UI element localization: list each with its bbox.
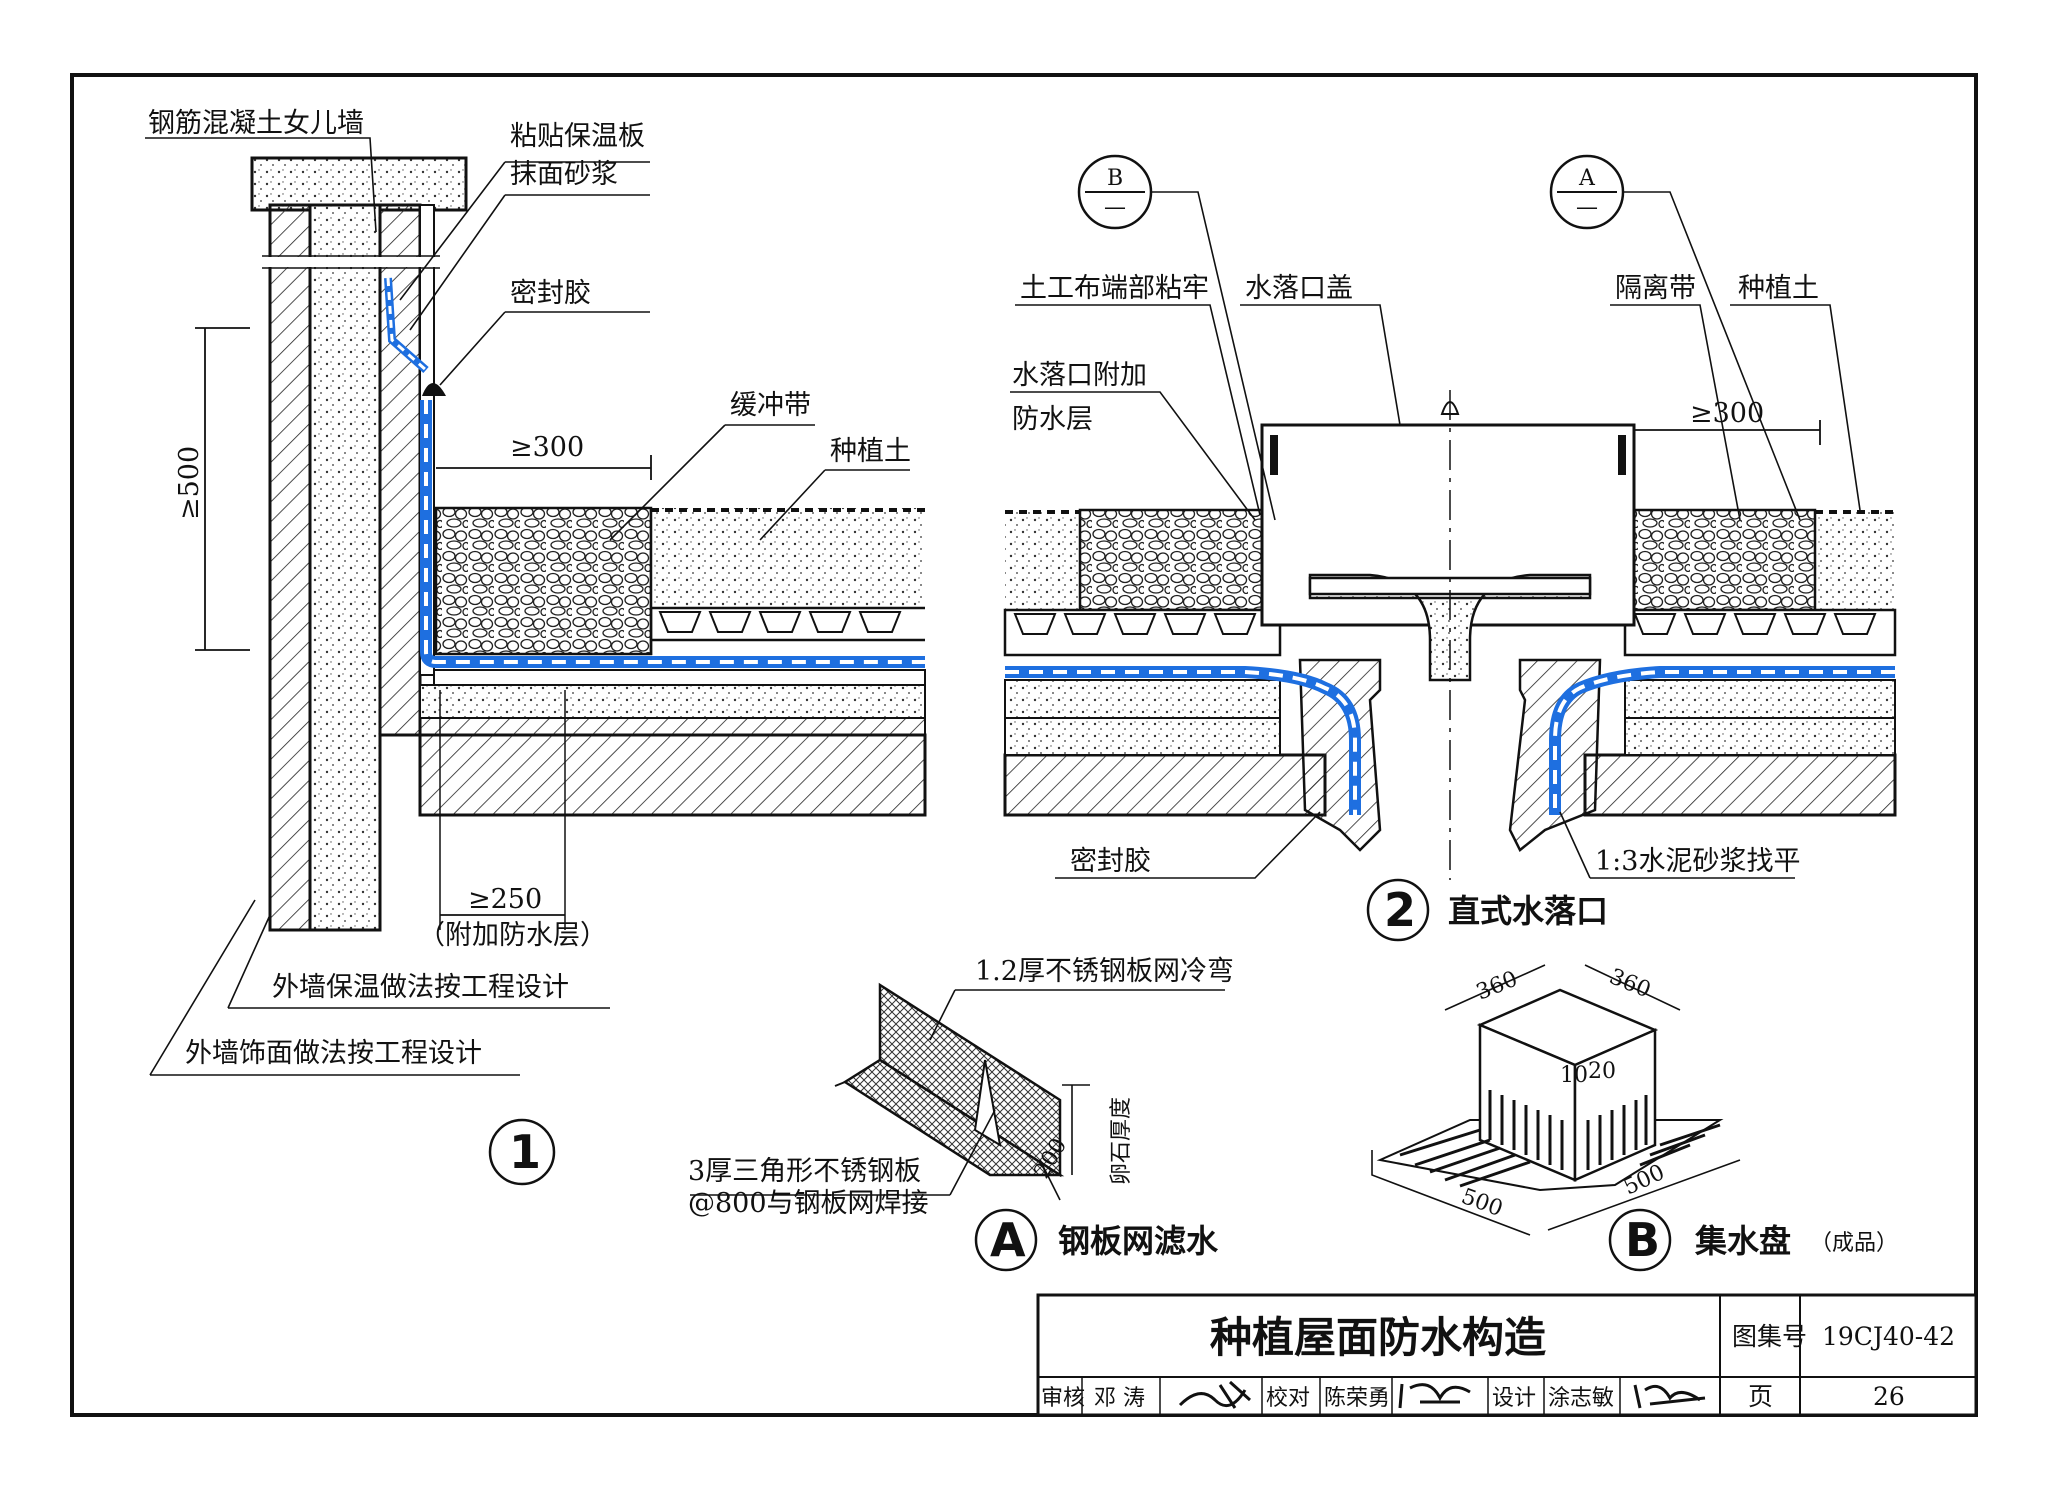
label-buffer: 缓冲带 <box>730 390 811 421</box>
detail-2-drain <box>1003 154 1897 942</box>
label-mesh: 1.2厚不锈钢板网冷弯 <box>975 956 1234 987</box>
label-ext-finish: 外墙饰面做法按工程设计 <box>185 1038 482 1069</box>
detail-2-caption: 直式水落口 <box>1448 892 1608 930</box>
detail-2-labels: B — A — 土工布端部粘牢 水落口盖 隔离带 种植土 水落口附加 防水层 ≥… <box>1012 166 1819 937</box>
detail-a-letter: A <box>990 1213 1026 1267</box>
dim-ge500: ≥500 <box>174 446 205 520</box>
ref-b-letter: B <box>1107 166 1123 191</box>
review-name: 邓 涛 <box>1094 1386 1145 1411</box>
drawing-title: 种植屋面防水构造 <box>1210 1313 1546 1362</box>
dim-ge300-2: ≥300 <box>1690 398 1764 429</box>
label-drain-extra-2: 防水层 <box>1012 404 1093 435</box>
signature-designer <box>1633 1384 1706 1409</box>
label-parapet: 钢筋混凝土女儿墙 <box>148 108 364 139</box>
dim-ge300: ≥300 <box>510 432 584 463</box>
ref-a-letter: A <box>1578 166 1596 191</box>
label-insulation-board: 粘贴保温板 <box>510 121 645 152</box>
label-geotextile: 土工布端部粘牢 <box>1020 273 1209 304</box>
label-leveling: 1:3水泥砂浆找平 <box>1595 846 1800 877</box>
signature-checker <box>1398 1383 1471 1409</box>
atlas-label: 图集号 <box>1732 1322 1807 1351</box>
label-soil: 种植土 <box>830 436 911 467</box>
detail-b-caption-note: （成品） <box>1810 1231 1898 1256</box>
label-plaster: 抹面砂浆 <box>510 159 618 190</box>
page-label: 页 <box>1748 1382 1773 1411</box>
detail-a-mesh-filter <box>690 982 1225 1272</box>
atlas-number: 19CJ40-42 <box>1822 1322 1955 1351</box>
title-block <box>1036 1293 1978 1417</box>
detail-1-parapet <box>145 137 927 1186</box>
label-drain-extra-1: 水落口附加 <box>1012 360 1147 391</box>
detail-1-labels: 钢筋混凝土女儿墙 粘贴保温板 抹面砂浆 密封胶 缓冲带 种植土 ≥500 ≥30… <box>148 108 911 1179</box>
title-block-text: 种植屋面防水构造 图集号 19CJ40-42 页 26 审核 邓 涛 校对 陈荣… <box>1041 1313 1955 1411</box>
ref-a-dash: — <box>1576 195 1598 220</box>
label-sealant-2: 密封胶 <box>1070 846 1151 877</box>
sheet-border <box>70 73 1978 1417</box>
detail-a-labels: 1.2厚不锈钢板网冷弯 3厚三角形不锈钢板 @800与钢板网焊接 200 卵石厚… <box>688 956 1234 1267</box>
signature-reviewer <box>1178 1380 1252 1409</box>
label-triangle-2: @800与钢板网焊接 <box>688 1188 929 1219</box>
detail-b-caption: 集水盘 <box>1694 1222 1791 1260</box>
dim-10: 10 <box>1560 1063 1588 1088</box>
detail-1-number: 1 <box>509 1125 541 1179</box>
design-label: 设计 <box>1492 1386 1536 1411</box>
detail-2-number: 2 <box>1384 883 1416 937</box>
dim-20: 20 <box>1588 1059 1616 1084</box>
dim-ge250: ≥250 <box>468 884 542 915</box>
review-label: 审核 <box>1041 1386 1085 1411</box>
dim-360-a: 360 <box>1473 967 1521 1006</box>
detail-a-caption: 钢板网滤水 <box>1058 1222 1219 1260</box>
ref-b-dash: — <box>1104 195 1126 220</box>
detail-b-letter: B <box>1625 1213 1660 1267</box>
label-ext-insulation: 外墙保温做法按工程设计 <box>272 972 569 1003</box>
detail-b-sump <box>1371 964 1741 1272</box>
label-sealant: 密封胶 <box>510 278 591 309</box>
check-label: 校对 <box>1266 1386 1310 1411</box>
dim-500-a: 500 <box>1458 1184 1506 1222</box>
dim-360-b: 360 <box>1606 964 1654 1003</box>
label-triangle-1: 3厚三角形不锈钢板 <box>688 1156 921 1187</box>
label-gravel-thickness: 卵石厚度 <box>1109 1097 1134 1185</box>
page-number: 26 <box>1873 1382 1905 1411</box>
label-isolation: 隔离带 <box>1615 273 1696 304</box>
label-soil-2: 种植土 <box>1738 273 1819 304</box>
check-name: 陈荣勇 <box>1324 1386 1390 1411</box>
design-name: 涂志敏 <box>1548 1386 1614 1411</box>
label-extra-layer: （附加防水层） <box>418 920 607 951</box>
label-drain-cover: 水落口盖 <box>1245 273 1353 304</box>
